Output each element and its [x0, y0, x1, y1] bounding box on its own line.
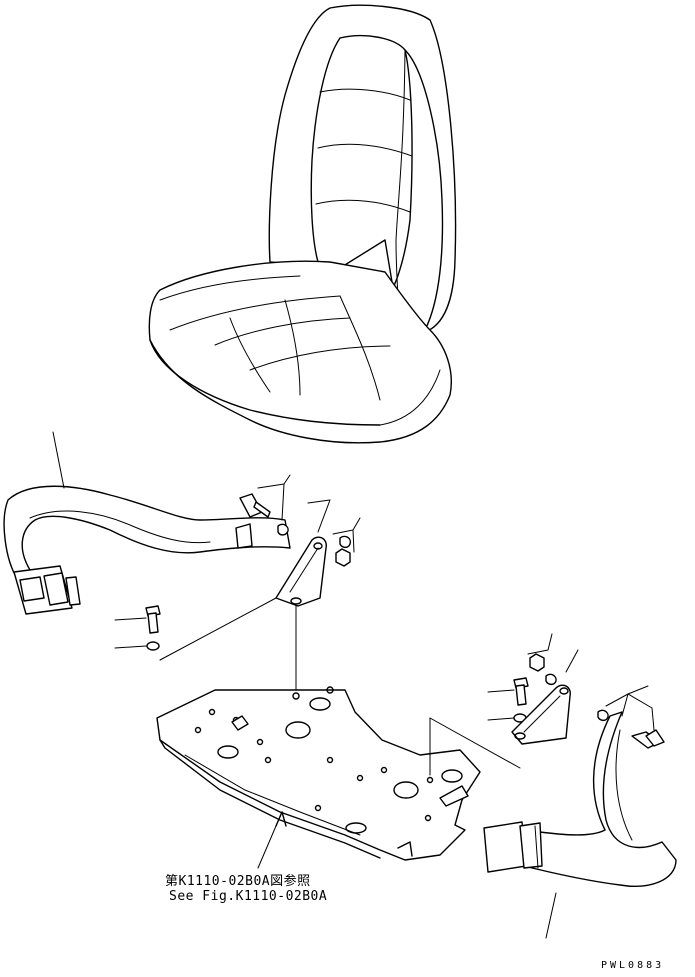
reference-label-en: See Fig.K1110-02B0A	[169, 889, 328, 904]
bolt-group-left	[239, 474, 361, 567]
bracket-left	[275, 499, 331, 607]
bolt-group-right-belt	[597, 685, 665, 749]
seat-belt-right	[483, 711, 677, 939]
mounting-plate	[156, 605, 521, 861]
seat-belt-left	[3, 431, 291, 615]
drawing-code: PWL0883	[601, 960, 665, 971]
bolt-group-right	[487, 633, 579, 723]
reference-arrow	[257, 811, 287, 869]
reference-label-jp: 第K1110-02B0A図参照	[165, 874, 311, 889]
seat-illustration	[148, 4, 457, 444]
bolt-small-left	[114, 597, 277, 661]
bracket-right	[511, 684, 571, 745]
